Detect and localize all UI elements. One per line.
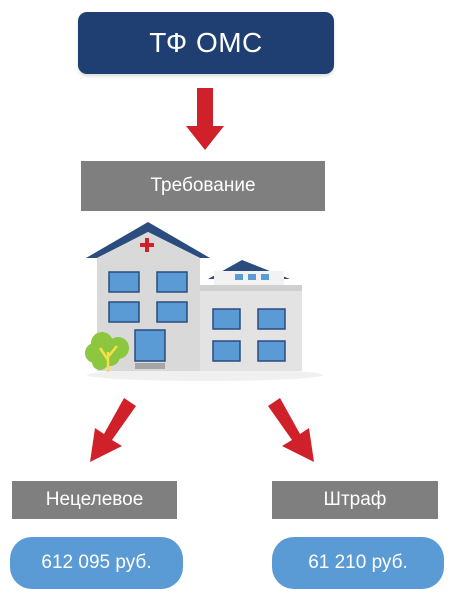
- fine-label: Штраф: [323, 489, 387, 510]
- fine-amount: 61 210 руб.: [308, 552, 408, 573]
- misuse-amount: 612 095 руб.: [41, 552, 152, 573]
- arrow-down-left-icon: [90, 398, 136, 462]
- requirement-box: Требование: [81, 161, 325, 211]
- tfoms-box: ТФ ОМС: [78, 12, 334, 74]
- hospital-icon: [85, 222, 323, 381]
- fine-box: Штраф: [272, 481, 438, 519]
- tfoms-label: ТФ ОМС: [149, 27, 263, 58]
- requirement-label: Требование: [150, 175, 256, 196]
- fine-amount-pill: 61 210 руб.: [272, 537, 444, 589]
- arrow-down-right-icon: [268, 398, 314, 462]
- misuse-box: Нецелевое: [12, 481, 177, 519]
- misuse-label: Нецелевое: [45, 489, 144, 510]
- arrow-down-icon: [186, 88, 224, 150]
- misuse-amount-pill: 612 095 руб.: [10, 537, 183, 589]
